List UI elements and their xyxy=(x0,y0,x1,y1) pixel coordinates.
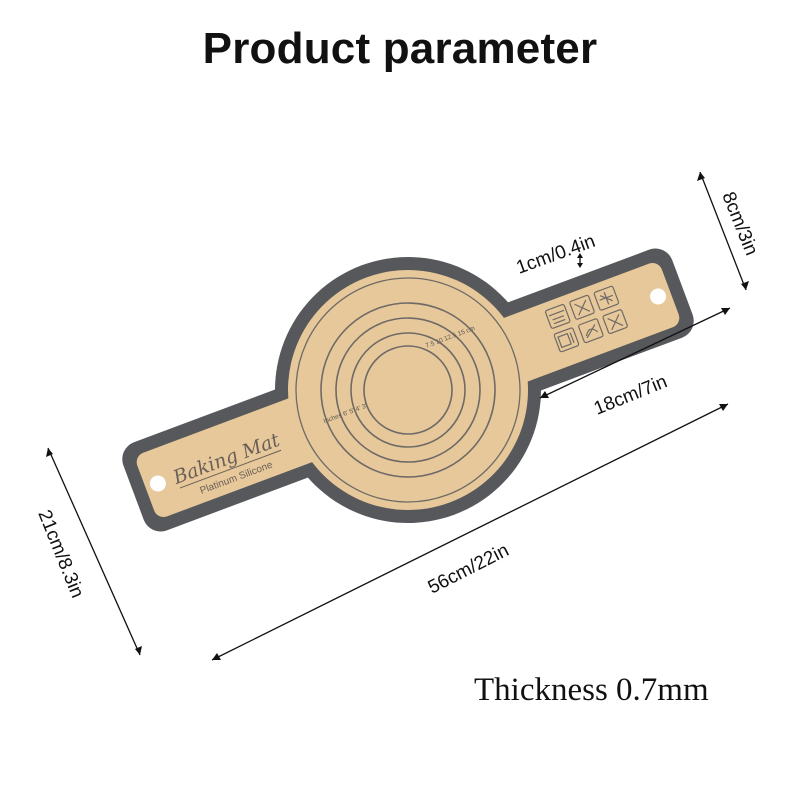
border-thickness-arrow xyxy=(577,253,583,268)
hang-hole-right xyxy=(650,288,667,305)
hang-hole-left xyxy=(149,475,166,492)
total-width-label: 21cm/8.3in xyxy=(33,507,87,601)
oven-safe-icon xyxy=(544,303,571,329)
care-icons xyxy=(544,285,628,353)
total-width-arrow xyxy=(46,447,142,656)
no-sharp-tools-icon xyxy=(602,309,628,335)
total-length-arrow xyxy=(211,403,729,661)
circle-3in xyxy=(363,345,453,435)
brand-underline xyxy=(179,449,282,489)
dimension-lines xyxy=(46,171,749,661)
measuring-circles xyxy=(295,277,521,503)
end-width-arrow xyxy=(697,171,749,291)
circle-4in xyxy=(350,332,466,448)
circle-5in xyxy=(335,317,481,463)
handle-length-arrow xyxy=(539,307,731,399)
circle-6in xyxy=(320,302,496,478)
page-title: Product parameter xyxy=(202,24,598,73)
mat-body: Inches 6' 5' 4' 3' 7.5 10 12.5 15 cm Bak… xyxy=(122,248,694,532)
handle-length-label: 18cm/7in xyxy=(591,371,670,419)
microwave-icon xyxy=(553,327,580,353)
thickness-label: Thickness 0.7mm xyxy=(474,672,709,708)
freezer-safe-icon xyxy=(593,285,620,311)
end-width-label: 8cm/3in xyxy=(717,189,761,259)
baking-mat: Inches 6' 5' 4' 3' 7.5 10 12.5 15 cm Bak… xyxy=(122,248,694,532)
no-knife-icon xyxy=(569,294,595,320)
circle-outer xyxy=(295,277,521,503)
non-stick-icon xyxy=(578,318,604,344)
border-label: 1cm/0.4in xyxy=(514,231,599,279)
mat-round-surface xyxy=(288,270,528,510)
total-length-label: 56cm/22in xyxy=(425,540,513,599)
